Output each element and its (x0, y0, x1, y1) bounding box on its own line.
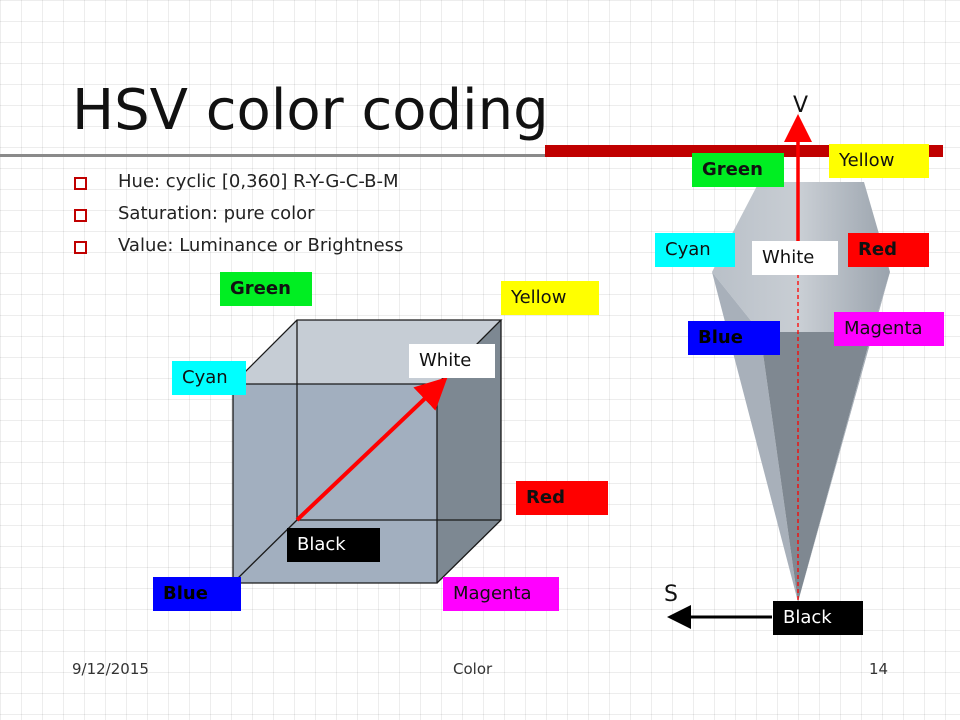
cone-label-cyan: Cyan (655, 233, 735, 267)
cube-value-diagonal-arrow (295, 376, 448, 522)
cube-label-red: Red (516, 481, 608, 515)
footer-title: Color (453, 660, 493, 678)
title-rule-gray (0, 154, 545, 157)
cone-label-green: Green (692, 153, 784, 187)
cube-label-black: Black (287, 528, 380, 562)
bullet-text: Value: Luminance or Brightness (118, 235, 404, 256)
bullet-text: Hue: cyclic [0,360] R-Y-G-C-B-M (118, 171, 399, 192)
value-axis-label: V (793, 93, 809, 118)
square-bullet-icon (74, 241, 87, 254)
cube-right-face (437, 320, 501, 583)
cone-right-face (798, 272, 890, 602)
cube-hidden-edge (232, 519, 298, 584)
cone-label-white: White (752, 241, 838, 275)
square-bullet-icon (74, 209, 87, 222)
cone-label-blue: Blue (688, 321, 780, 355)
rgb-cube (232, 319, 503, 584)
cone-front-face (760, 332, 872, 602)
cone-label-magenta: Magenta (834, 312, 944, 346)
bullet-item: Saturation: pure color (72, 198, 403, 230)
footer-page-number: 14 (869, 660, 889, 678)
cone-label-red: Red (848, 233, 929, 267)
slide-title: HSV color coding (72, 78, 549, 143)
bullet-list: Hue: cyclic [0,360] R-Y-G-C-B-M Saturati… (72, 166, 403, 262)
cube-label-magenta: Magenta (443, 577, 559, 611)
cube-label-blue: Blue (153, 577, 241, 611)
cone-label-black: Black (773, 601, 863, 635)
cube-label-cyan: Cyan (172, 361, 246, 395)
bullet-text: Saturation: pure color (118, 203, 315, 224)
cube-label-yellow: Yellow (501, 281, 599, 315)
footer-date: 9/12/2015 (72, 660, 149, 678)
cube-label-white: White (409, 344, 495, 378)
bullet-item: Value: Luminance or Brightness (72, 230, 403, 262)
saturation-axis-label: S (664, 582, 678, 607)
cone-label-yellow: Yellow (829, 144, 929, 178)
square-bullet-icon (74, 177, 87, 190)
cube-label-green: Green (220, 272, 312, 306)
hsv-cone (667, 114, 890, 629)
bullet-item: Hue: cyclic [0,360] R-Y-G-C-B-M (72, 166, 403, 198)
